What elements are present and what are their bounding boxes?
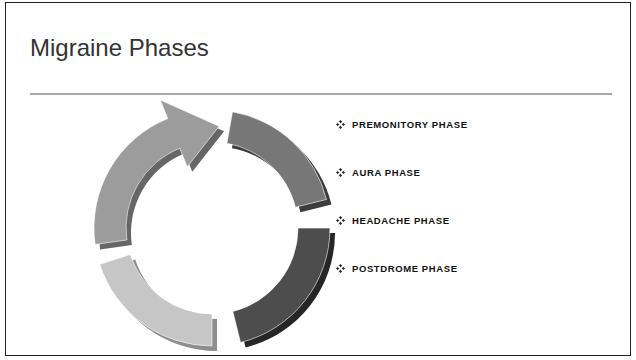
phase-label: HEADACHE PHASE bbox=[352, 215, 450, 226]
phase-label: AURA PHASE bbox=[352, 167, 420, 178]
bullet-symbol bbox=[336, 168, 345, 177]
slide-title: Migraine Phases bbox=[30, 34, 209, 62]
phase-label: POSTDROME PHASE bbox=[352, 263, 458, 274]
phase-label: PREMONITORY PHASE bbox=[352, 119, 468, 130]
bullet-symbol bbox=[336, 264, 345, 273]
title-rule bbox=[30, 94, 612, 95]
arrow-segment bbox=[227, 112, 327, 207]
arrow-segment bbox=[94, 100, 219, 244]
slide-frame bbox=[6, 3, 631, 356]
cycle-arrows bbox=[94, 100, 335, 351]
bullet-symbol bbox=[336, 120, 345, 129]
arrow-segment bbox=[233, 228, 330, 342]
bullet-symbol bbox=[336, 216, 345, 225]
arrow-segment bbox=[100, 255, 212, 346]
